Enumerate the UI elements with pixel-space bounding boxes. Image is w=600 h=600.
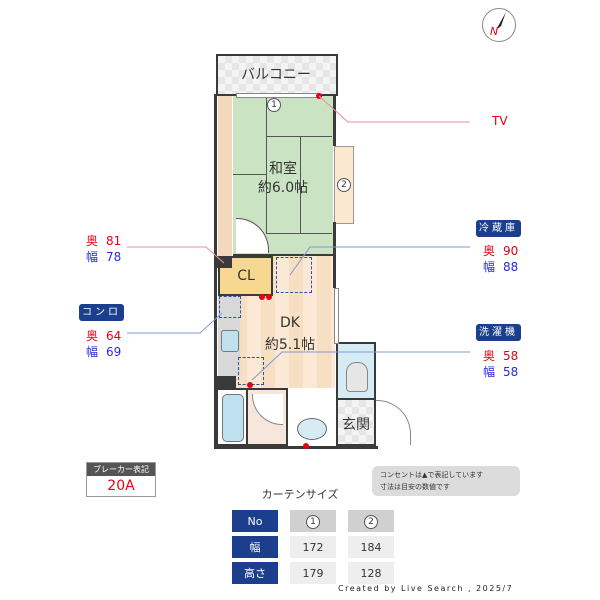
breaker-value: 20A [87, 476, 155, 496]
compass-north-label: N [490, 25, 499, 38]
breaker-title: ブレーカー表記 [87, 463, 155, 476]
breaker-box: ブレーカー表記 20A [86, 462, 156, 497]
notes-line-2: 寸法は目安の数値です [380, 483, 450, 491]
outlet-dk-2 [266, 294, 272, 300]
curtain-title: カーテンサイズ [261, 488, 339, 501]
entrance [336, 400, 376, 446]
toilet-icon [346, 362, 368, 392]
curtain-row-label: 高さ [232, 562, 278, 584]
dk-name: DK [280, 315, 300, 331]
bathroom [216, 388, 248, 446]
hallway-strip [218, 96, 232, 256]
door-swing-entrance [376, 400, 411, 445]
curtain-row-label: 幅 [232, 536, 278, 558]
curtain-cell: 128 [348, 562, 394, 584]
dk-size: 約5.1帖 [264, 337, 316, 353]
washbasin-icon [297, 418, 327, 440]
outlet-washer [247, 382, 253, 388]
door-swing-washroom [252, 394, 283, 425]
balcony [216, 54, 338, 96]
window-dk [334, 288, 339, 344]
notes-line-1: コンセントは▲で表記しています [380, 471, 484, 479]
window-marker-2: 2 [337, 178, 351, 192]
entrance-label: 玄関 [342, 417, 370, 433]
washer-tag: 洗濯機 [476, 324, 521, 341]
curtain-header-row: No 1 2 [232, 510, 394, 532]
balcony-label: バルコニー [241, 67, 311, 83]
compass: N [482, 8, 516, 42]
tv-label: TV [492, 114, 508, 128]
outlet-washroom [303, 443, 309, 449]
curtain-header-no: No [232, 510, 278, 532]
bathtub-icon [222, 394, 244, 442]
notes-box: コンセントは▲で表記しています 寸法は目安の数値です [372, 466, 520, 496]
sink-icon [221, 330, 239, 352]
washitsu-size: 約6.0帖 [257, 180, 309, 196]
fridge-tag: 冷蔵庫 [476, 220, 521, 237]
fridge-space [276, 257, 312, 293]
closet-label: CL [237, 268, 255, 284]
curtain-table: No 1 2 幅 172 184 高さ 179 128 [220, 506, 406, 588]
compass-needle-icon [496, 12, 506, 30]
washer-space [238, 357, 264, 385]
outlet-tv [316, 93, 322, 99]
stove-space [219, 296, 241, 318]
footer-credit: Created by Live Search , 2025/7 [338, 584, 514, 593]
toilet-room [336, 342, 376, 400]
curtain-header-2: 2 [348, 510, 394, 532]
washroom [248, 388, 288, 446]
curtain-cell: 179 [290, 562, 336, 584]
curtain-row-width: 幅 172 184 [232, 536, 394, 558]
curtain-cell: 172 [290, 536, 336, 558]
window-marker-1: 1 [267, 98, 281, 112]
washitsu-name: 和室 [269, 161, 297, 177]
curtain-row-height: 高さ 179 128 [232, 562, 394, 584]
outlet-dk-1 [259, 294, 265, 300]
window-1 [236, 93, 318, 98]
curtain-header-1: 1 [290, 510, 336, 532]
stove-tag: コンロ [79, 304, 124, 321]
curtain-cell: 184 [348, 536, 394, 558]
